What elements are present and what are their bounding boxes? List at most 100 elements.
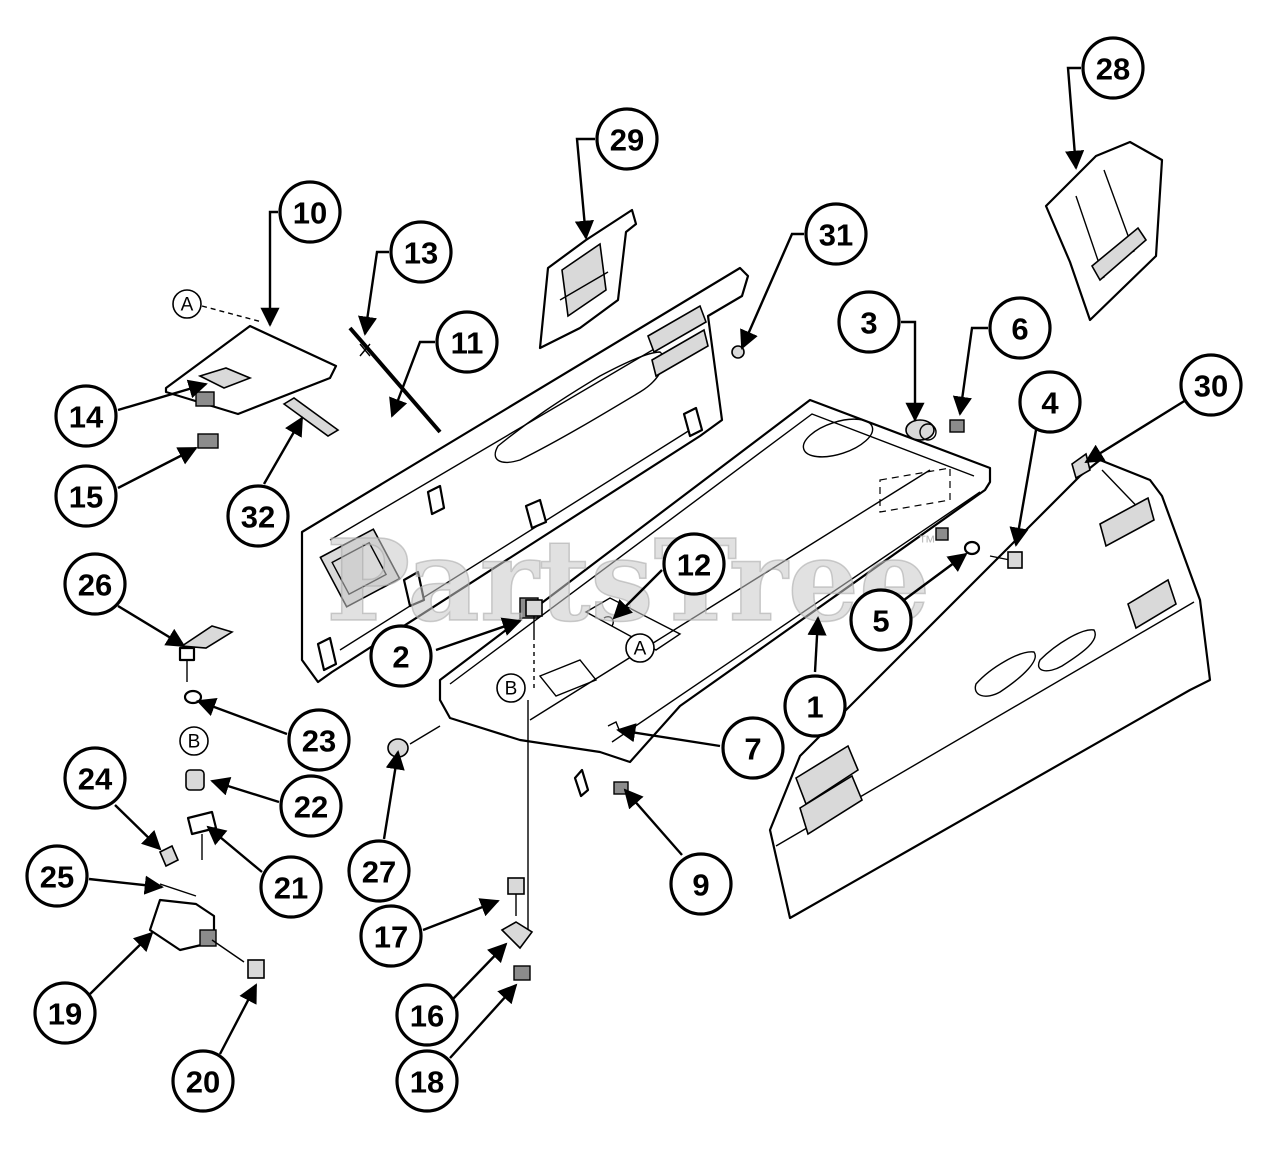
callout-circle bbox=[1179, 353, 1243, 417]
callout-circle bbox=[54, 384, 118, 448]
callout-1: 1 bbox=[783, 674, 847, 738]
callout-label: 22 bbox=[294, 790, 328, 825]
callout-31: 31 bbox=[804, 202, 868, 266]
bolt-27-drawing bbox=[387, 725, 441, 758]
callout-label: 32 bbox=[241, 500, 275, 535]
callout-24: 24 bbox=[63, 746, 127, 810]
callout-28: 28 bbox=[1081, 36, 1145, 100]
ref-a-leader bbox=[201, 305, 263, 323]
leader-arrow-12 bbox=[612, 569, 663, 620]
leader-arrow-1 bbox=[807, 616, 827, 673]
callout-circle bbox=[669, 852, 733, 916]
leader-arrow-17 bbox=[422, 898, 500, 932]
callout-label: 3 bbox=[860, 306, 877, 341]
callout-19: 19 bbox=[33, 981, 97, 1045]
leader-arrow-6 bbox=[952, 326, 988, 416]
callout-27: 27 bbox=[347, 839, 411, 903]
leader-arrow-22 bbox=[210, 777, 280, 804]
callout-circle bbox=[662, 532, 726, 596]
callout-17: 17 bbox=[359, 904, 423, 968]
leader-arrow-2 bbox=[435, 617, 522, 652]
leader-arrow-13 bbox=[358, 250, 389, 336]
ref-label: A bbox=[181, 295, 194, 316]
leader-arrow-11 bbox=[389, 340, 435, 418]
callout-29: 29 bbox=[595, 107, 659, 171]
callout-label: 25 bbox=[40, 860, 74, 895]
leader-arrow-26 bbox=[117, 604, 186, 648]
callout-3: 3 bbox=[837, 290, 901, 354]
callout-30: 30 bbox=[1179, 353, 1243, 417]
callout-circle bbox=[347, 839, 411, 903]
leader-arrow-30 bbox=[1084, 398, 1187, 464]
ref-circle bbox=[496, 673, 526, 703]
callout-circle bbox=[1081, 36, 1145, 100]
leader-arrow-20 bbox=[218, 983, 258, 1055]
callout-5: 5 bbox=[849, 588, 913, 652]
callout-18: 18 bbox=[395, 1049, 459, 1113]
callout-circle bbox=[279, 774, 343, 838]
callout-circle bbox=[359, 904, 423, 968]
rear-dash-panel-drawing bbox=[300, 266, 750, 684]
callout-circle bbox=[54, 464, 118, 528]
callout-20: 20 bbox=[171, 1049, 235, 1113]
leader-arrow-23 bbox=[196, 698, 288, 736]
leader-arrows bbox=[88, 66, 1187, 1059]
callout-label: 16 bbox=[410, 999, 444, 1034]
callout-circle bbox=[1018, 370, 1082, 434]
callout-label: 9 bbox=[692, 868, 709, 903]
callout-label: 19 bbox=[48, 997, 82, 1032]
callout-26: 26 bbox=[63, 552, 127, 616]
watermark-text: PartsTree bbox=[326, 516, 930, 647]
callout-label: 18 bbox=[410, 1065, 444, 1100]
clip-12-drawing bbox=[603, 616, 614, 627]
watermark: PartsTree ™ bbox=[325, 515, 936, 648]
callout-circle bbox=[837, 290, 901, 354]
ref-circle bbox=[172, 289, 202, 319]
callout-label: 1 bbox=[806, 690, 823, 725]
ref-label: A bbox=[634, 639, 647, 660]
callout-circle bbox=[369, 624, 433, 688]
callout-label: 10 bbox=[293, 196, 327, 231]
callout-circle bbox=[783, 674, 847, 738]
leader-arrow-29 bbox=[574, 137, 595, 240]
callout-9: 9 bbox=[669, 852, 733, 916]
callout-14: 14 bbox=[54, 384, 118, 448]
callout-label: 17 bbox=[374, 920, 408, 955]
ref-marker-a: A bbox=[172, 289, 202, 319]
callout-label: 29 bbox=[610, 123, 644, 158]
callout-circle bbox=[287, 708, 351, 772]
callout-circle bbox=[63, 746, 127, 810]
callout-10: 10 bbox=[278, 180, 342, 244]
callout-label: 4 bbox=[1041, 386, 1059, 421]
leader-arrow-28 bbox=[1065, 66, 1085, 170]
callout-circle bbox=[595, 107, 659, 171]
callout-25: 25 bbox=[25, 844, 89, 908]
callout-23: 23 bbox=[287, 708, 351, 772]
callout-circle bbox=[389, 220, 453, 284]
callout-circle bbox=[226, 484, 290, 548]
callout-circle bbox=[721, 716, 785, 780]
bolt-stack-drawing bbox=[500, 599, 543, 981]
callout-circle bbox=[278, 180, 342, 244]
bolt-4-drawing bbox=[989, 551, 1023, 569]
callout-label: 21 bbox=[274, 871, 308, 906]
callout-label: 11 bbox=[451, 326, 484, 361]
callout-label: 23 bbox=[302, 724, 336, 759]
callout-circle bbox=[171, 1049, 235, 1113]
leader-arrow-21 bbox=[206, 825, 263, 873]
hood-panel-drawing bbox=[768, 458, 1212, 920]
callout-circle bbox=[435, 310, 499, 374]
callout-15: 15 bbox=[54, 464, 118, 528]
callout-6: 6 bbox=[988, 296, 1052, 360]
washer-5-drawing bbox=[963, 540, 981, 556]
ref-circle bbox=[625, 633, 655, 663]
callout-label: 7 bbox=[744, 732, 761, 767]
callout-32: 32 bbox=[226, 484, 290, 548]
leader-arrow-7 bbox=[616, 723, 721, 748]
leader-arrow-4 bbox=[1009, 429, 1038, 547]
leader-arrow-25 bbox=[88, 875, 164, 895]
callout-label: 6 bbox=[1011, 312, 1028, 347]
callout-label: 24 bbox=[78, 762, 113, 797]
